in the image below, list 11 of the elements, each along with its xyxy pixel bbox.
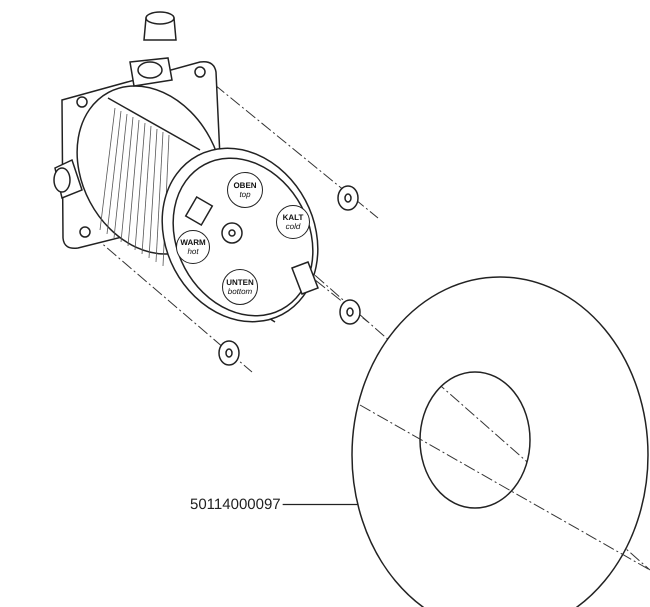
port-label: WARM [180, 238, 206, 247]
port-label: OBEN [233, 181, 257, 190]
part-number: 50114000097 [190, 496, 281, 513]
port-label-translation: top [239, 190, 251, 199]
port-label-translation: bottom [228, 287, 252, 296]
port-label-translation: cold [286, 222, 300, 231]
leader-line [282, 504, 358, 506]
cover-plate-drawing [351, 276, 649, 607]
port-label-translation: hot [187, 247, 199, 256]
port-label: KALT [282, 213, 304, 222]
port-label: UNTEN [226, 278, 254, 287]
